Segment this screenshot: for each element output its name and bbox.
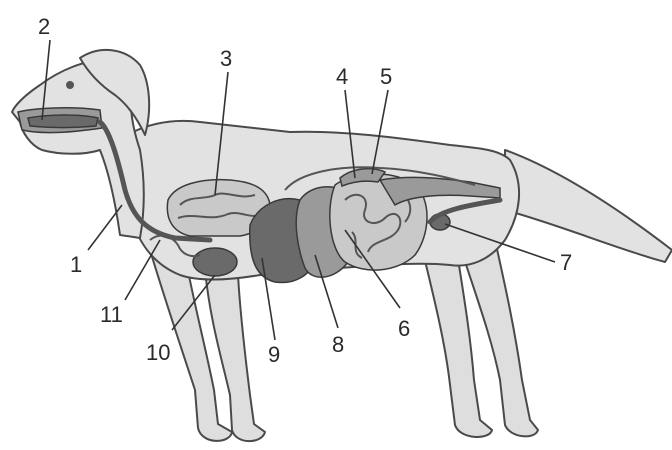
label-6: 6 [398,316,410,341]
label-5: 5 [380,64,392,89]
tongue [28,115,98,128]
label-9: 9 [268,342,280,367]
leader-11 [125,240,160,300]
leader-1 [88,205,122,250]
label-2: 2 [38,14,50,39]
label-10: 10 [146,340,170,365]
label-8: 8 [332,332,344,357]
label-11: 11 [100,302,123,327]
label-7: 7 [560,250,572,275]
label-3: 3 [220,46,232,71]
label-1: 1 [70,252,82,277]
heart [193,248,237,276]
label-4: 4 [336,64,348,89]
dog-eye [66,81,74,89]
dog-tail [505,150,672,262]
